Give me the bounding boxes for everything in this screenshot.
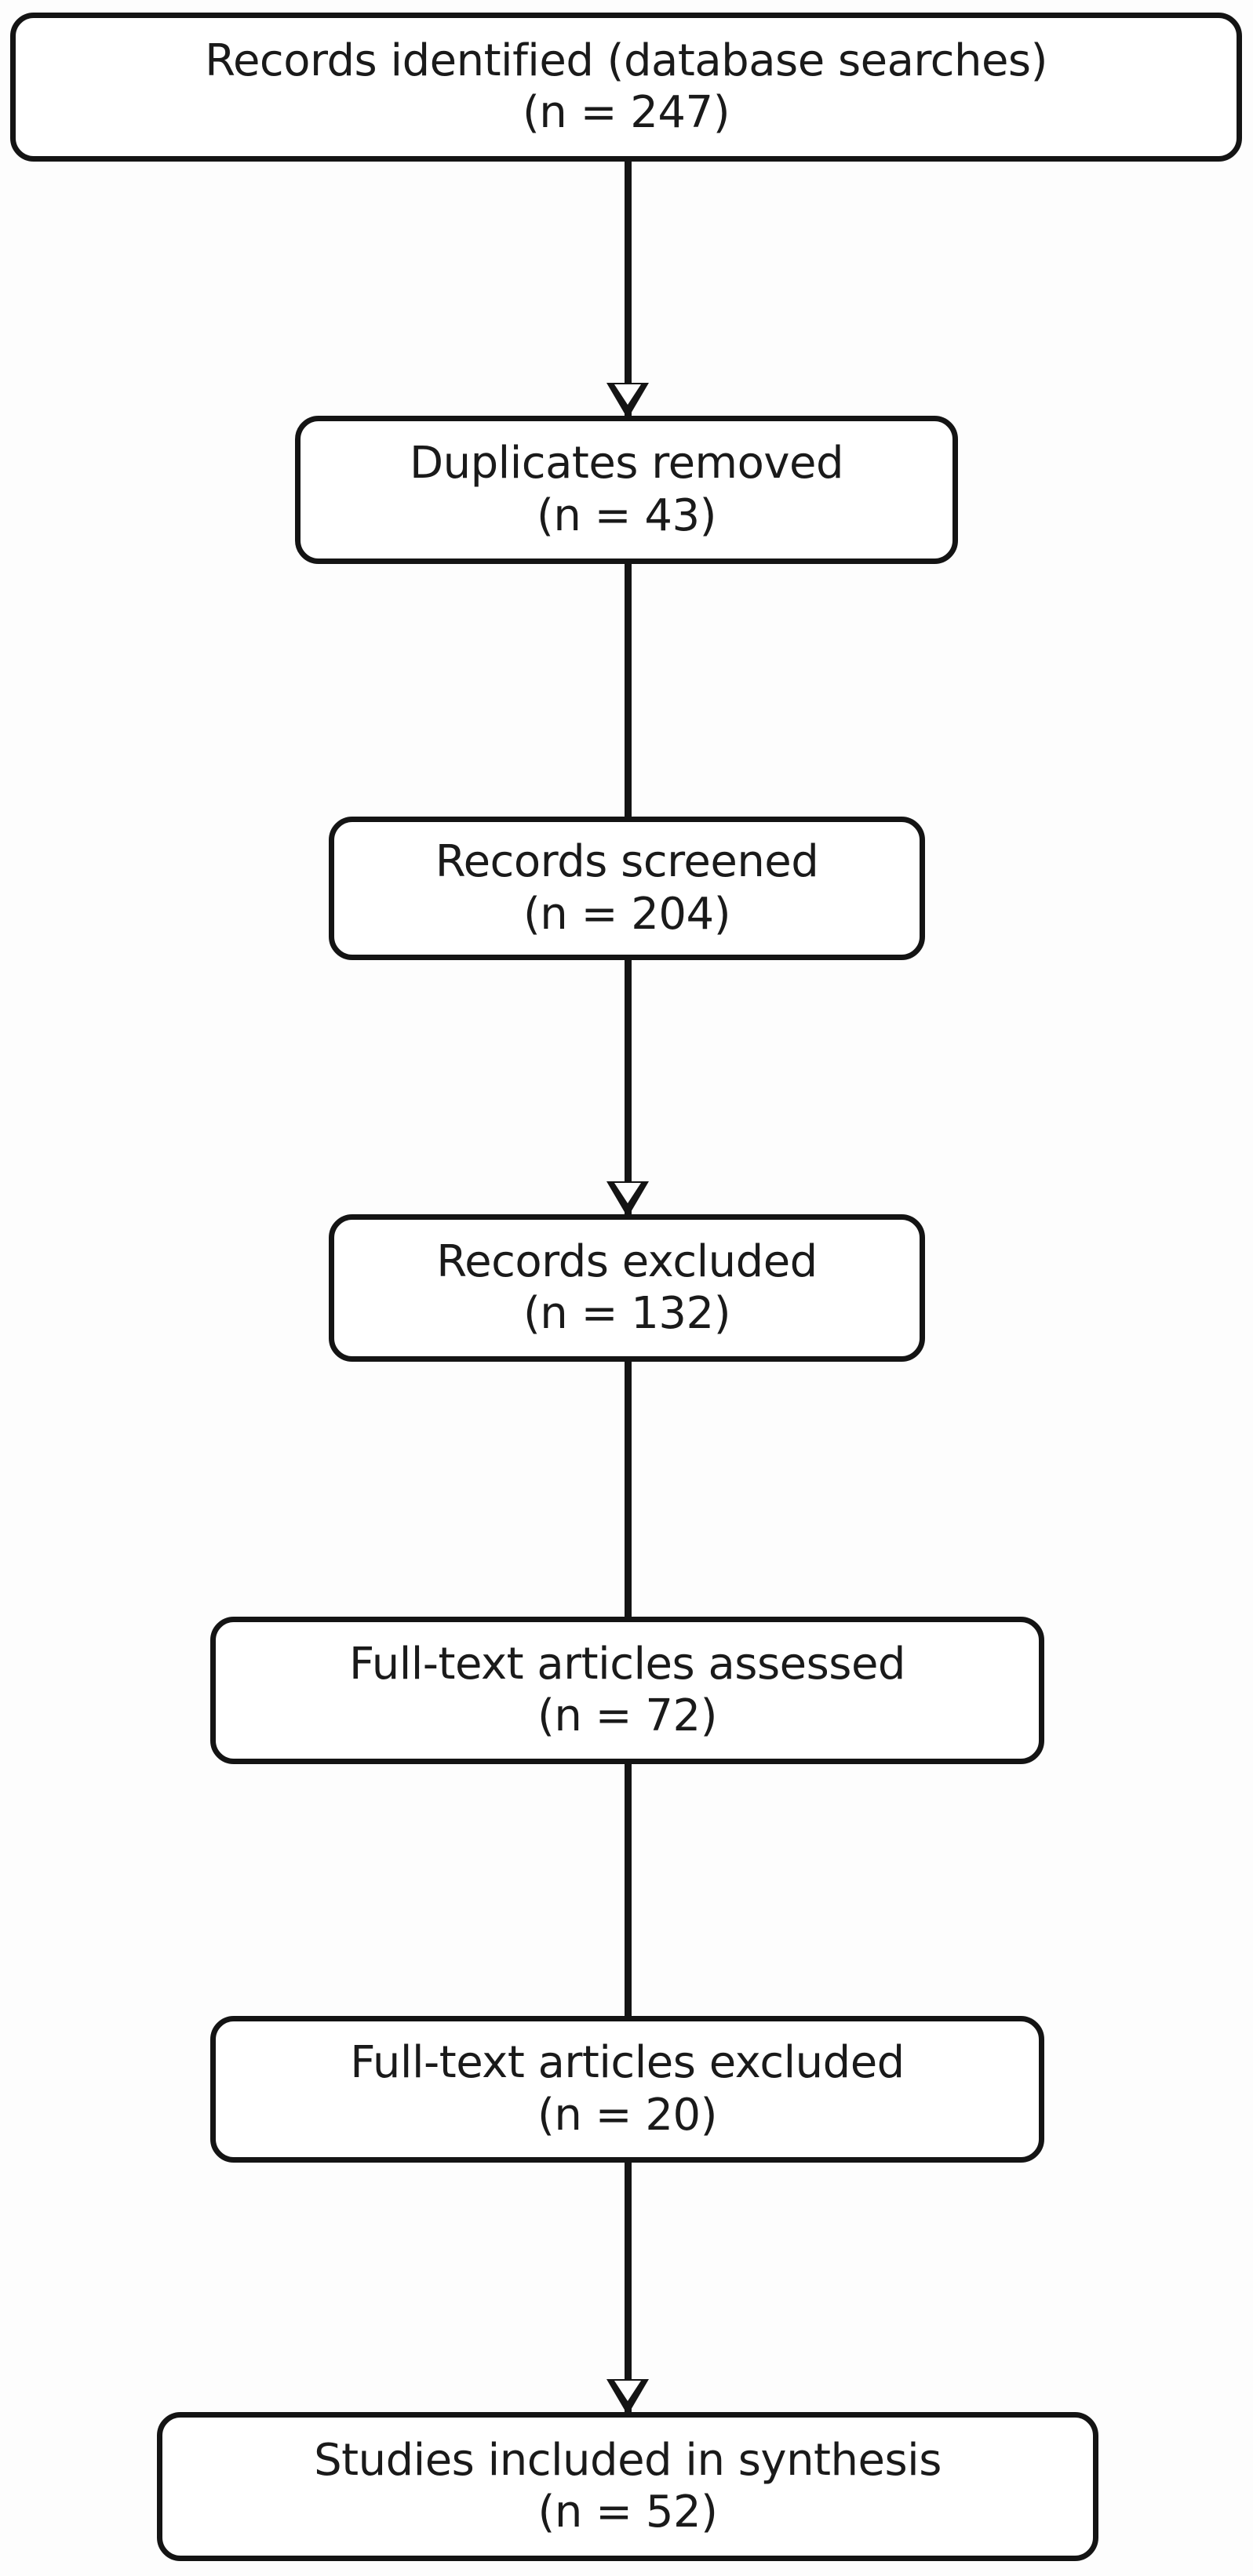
arrowhead-notch — [614, 2381, 641, 2401]
connector-fulltext-excluded-to-studies-included — [596, 2163, 659, 2415]
node-label-line1: Studies included in synthesis — [314, 2434, 942, 2486]
connector-fulltext-assessed-to-fulltext-excluded — [596, 1764, 659, 2018]
connector-records-screened-to-records-excluded — [596, 960, 659, 1217]
node-count-line: (n = 20) — [537, 2089, 717, 2141]
connector-line — [624, 1764, 632, 2018]
node-count-line: (n = 72) — [537, 1690, 717, 1741]
node-label-line1: Records excluded — [436, 1235, 818, 1287]
node-count-line: (n = 52) — [537, 2487, 718, 2538]
connector-line — [624, 960, 632, 1216]
node-count-line: (n = 43) — [537, 489, 716, 541]
connector-duplicates-removed-to-records-screened — [596, 564, 659, 818]
connector-line — [624, 2163, 632, 2414]
node-count-line: (n = 204) — [523, 888, 731, 940]
node-label-line1: Full-text articles assessed — [349, 1638, 905, 1690]
node-label-line1: Full-text articles excluded — [350, 2037, 905, 2089]
node-label-line1: Records identified (database searches) — [205, 35, 1047, 86]
connector-line — [624, 162, 632, 417]
node-fulltext-articles-assessed: Full-text articles assessed (n = 72) — [210, 1617, 1044, 1764]
connector-records-excluded-to-fulltext-assessed — [596, 1362, 659, 1618]
node-label-line1: Duplicates removed — [410, 438, 843, 489]
node-studies-included-in-synthesis: Studies included in synthesis (n = 52) — [157, 2412, 1098, 2561]
node-count-line: (n = 247) — [522, 87, 730, 138]
node-duplicates-removed: Duplicates removed (n = 43) — [295, 416, 958, 564]
node-count-line: (n = 132) — [523, 1288, 731, 1339]
node-fulltext-articles-excluded: Full-text articles excluded (n = 20) — [210, 2016, 1044, 2163]
connector-records-identified-to-duplicates-removed — [596, 162, 659, 419]
node-records-screened: Records screened (n = 204) — [329, 817, 925, 960]
node-label-line1: Records screened — [435, 836, 819, 888]
connector-line — [624, 564, 632, 818]
connector-line — [624, 1362, 632, 1618]
node-records-identified: Records identified (database searches) (… — [10, 13, 1242, 162]
arrowhead-notch — [614, 1183, 641, 1203]
arrowhead-notch — [614, 384, 641, 405]
node-records-excluded: Records excluded (n = 132) — [329, 1214, 925, 1362]
